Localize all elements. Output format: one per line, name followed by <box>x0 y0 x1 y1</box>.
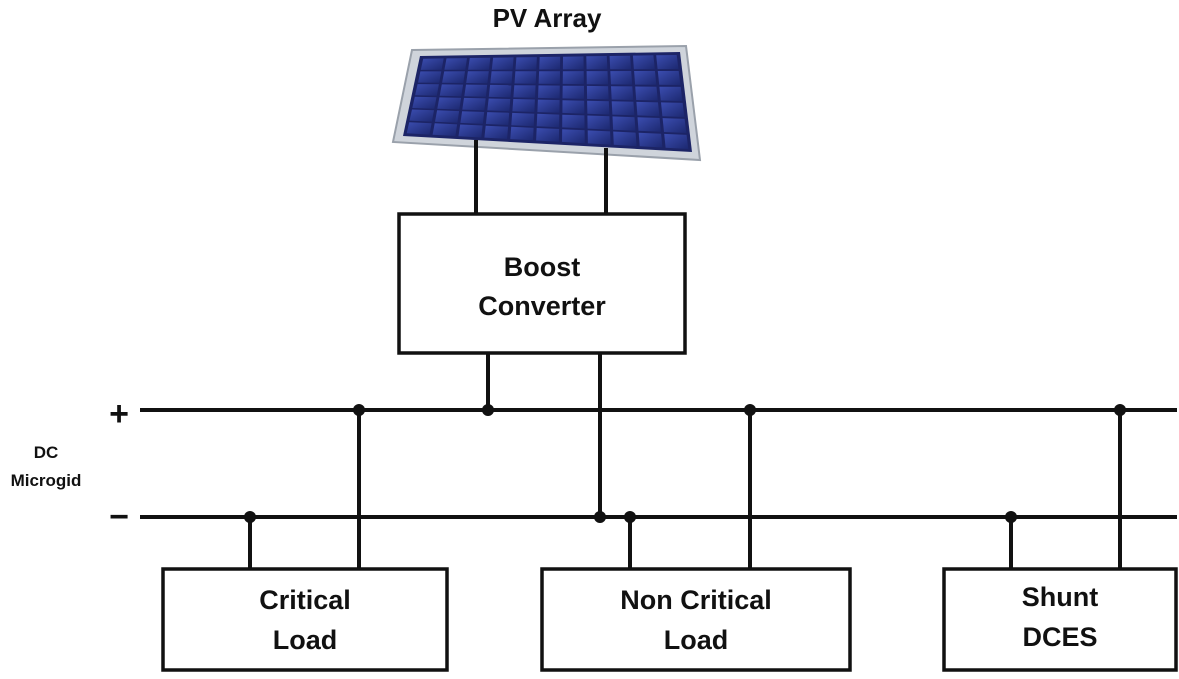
junction-dot <box>744 404 756 416</box>
solar-cell <box>468 57 491 70</box>
solar-cell <box>437 97 462 110</box>
solar-cell <box>637 117 661 132</box>
positive-symbol: + <box>109 395 129 433</box>
solar-cell <box>611 101 635 116</box>
solar-cell <box>539 56 561 70</box>
pv-array-label: PV Array <box>493 3 602 33</box>
solar-cell <box>415 84 439 96</box>
solar-cell <box>444 58 467 70</box>
solar-cell <box>609 55 632 70</box>
solar-cell <box>656 55 679 70</box>
solar-cell <box>562 114 585 129</box>
solar-cell <box>514 71 537 84</box>
shunt-dces-box <box>942 567 1178 672</box>
shunt-dces-line2: DCES <box>1022 622 1097 652</box>
solar-cell <box>664 133 689 149</box>
solar-cell <box>484 125 509 139</box>
solar-cell <box>562 85 585 99</box>
solar-cell <box>587 115 610 130</box>
solar-cell <box>613 131 637 147</box>
solar-cell <box>538 71 560 84</box>
solar-cell <box>432 123 458 136</box>
bus-label-line2: Microgid <box>11 471 82 490</box>
solar-cell <box>460 111 485 124</box>
solar-cell <box>632 55 655 70</box>
solar-cell <box>536 128 560 142</box>
solar-cell <box>659 86 683 101</box>
negative-symbol: − <box>109 498 129 536</box>
solar-cell <box>536 113 560 128</box>
junction-dot <box>1114 404 1126 416</box>
solar-cell <box>418 71 442 83</box>
solar-cell <box>634 71 657 85</box>
solar-cell <box>611 86 634 100</box>
junction-dot <box>1005 511 1017 523</box>
solar-cell <box>562 100 585 114</box>
solar-panel-icon <box>391 44 702 162</box>
junction-dot <box>244 511 256 523</box>
solar-cell <box>406 122 432 135</box>
solar-cell <box>466 71 489 84</box>
solar-cell <box>442 71 465 83</box>
solar-cell <box>612 116 636 131</box>
noncritical-load-line2: Load <box>664 625 729 655</box>
boost-converter-line1: Boost <box>504 252 581 282</box>
solar-cell <box>420 58 444 70</box>
solar-cell <box>487 98 511 112</box>
solar-cell <box>490 71 513 84</box>
solar-cell <box>636 101 660 117</box>
solar-cell <box>515 57 537 70</box>
solar-cell <box>586 71 609 85</box>
solar-cell <box>488 84 512 98</box>
solar-cell <box>635 86 658 101</box>
solar-cell <box>638 132 663 148</box>
solar-cell <box>511 112 535 127</box>
solar-cell <box>661 102 685 117</box>
noncritical-load-box <box>540 567 852 672</box>
shunt-dces-line1: Shunt <box>1022 582 1098 612</box>
junction-dot <box>482 404 494 416</box>
solar-cell <box>662 118 687 133</box>
solar-cell <box>491 57 514 70</box>
critical-load-line1: Critical <box>259 585 351 615</box>
solar-cell <box>512 99 535 112</box>
solar-cell <box>464 84 488 97</box>
solar-cell <box>462 97 486 111</box>
solar-cell <box>586 85 609 100</box>
solar-cell <box>587 100 610 115</box>
solar-cell <box>610 71 633 85</box>
solar-cell <box>513 85 536 98</box>
solar-cell <box>485 112 510 125</box>
solar-cell <box>587 130 611 145</box>
junction-dot <box>624 511 636 523</box>
solar-cell <box>435 110 460 123</box>
critical-load-box <box>161 567 449 672</box>
solar-cell <box>562 71 584 85</box>
solar-cell <box>562 129 585 144</box>
solar-cell <box>657 71 681 85</box>
solar-cell <box>439 84 464 97</box>
solar-cell <box>412 96 437 109</box>
solar-cell <box>562 56 584 70</box>
boost-converter-box <box>397 212 687 355</box>
junction-dot <box>594 511 606 523</box>
solar-cell <box>538 85 560 99</box>
solar-cell <box>458 124 483 138</box>
junction-dot <box>353 404 365 416</box>
boost-converter-line2: Converter <box>478 291 606 321</box>
solar-cell <box>510 126 534 141</box>
critical-load-line2: Load <box>273 625 338 655</box>
bus-label-line1: DC <box>34 443 59 462</box>
solar-cell <box>586 56 608 70</box>
noncritical-load-line1: Non Critical <box>620 585 772 615</box>
solar-cell <box>409 109 434 122</box>
solar-cell <box>537 99 560 113</box>
